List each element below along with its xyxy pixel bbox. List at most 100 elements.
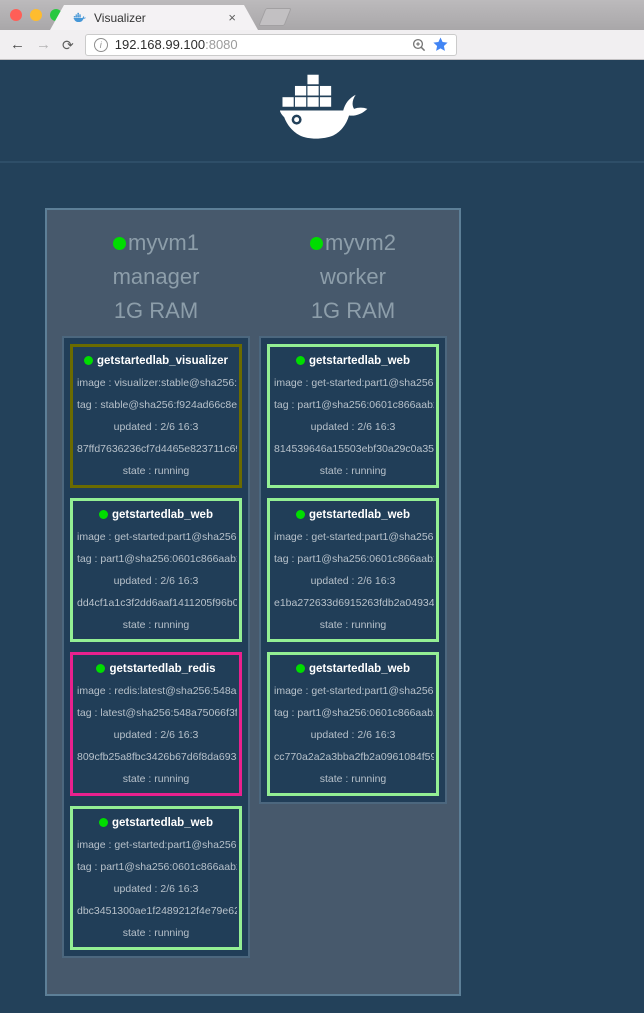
task-tag: tag : part1@sha256:0601c866aab2a4 <box>274 707 434 719</box>
close-tab-icon[interactable]: × <box>228 10 236 25</box>
task-name: getstartedlab_web <box>112 509 213 521</box>
task-tag: tag : part1@sha256:0601c866aab2a4 <box>274 553 434 565</box>
task-updated: updated : 2/6 16:3 <box>113 883 199 895</box>
browser-toolbar: ← → ⟳ i 192.168.99.100:8080 <box>0 30 644 60</box>
task-state: state : running <box>122 927 190 939</box>
task-name: getstartedlab_web <box>309 509 410 521</box>
task-id: cc770a2a2a3bba2fb2a0961084f595 <box>274 751 434 763</box>
new-tab-button[interactable] <box>258 8 292 26</box>
task-status-dot <box>296 356 305 365</box>
minimize-window-button[interactable] <box>30 9 42 21</box>
node-status-dot <box>310 237 324 250</box>
node-task-list: getstartedlab_web image : get-started:pa… <box>259 336 447 804</box>
task-title: getstartedlab_web <box>272 355 434 367</box>
address-bar[interactable]: i 192.168.99.100:8080 <box>84 33 457 56</box>
url-host: 192.168.99.100 <box>114 37 206 52</box>
back-icon[interactable]: ← <box>10 36 25 53</box>
task-tag: tag : part1@sha256:0601c866aab2a4 <box>77 553 237 565</box>
page-info-icon[interactable]: i <box>93 37 108 52</box>
task-state: state : running <box>319 619 387 631</box>
task-card: getstartedlab_web image : get-started:pa… <box>70 806 242 950</box>
node-myvm1: myvm1 manager 1G RAM getstartedlab_visua… <box>62 222 250 958</box>
task-title: getstartedlab_web <box>75 817 237 829</box>
task-id: dbc3451300ae1f2489212f4e79e6223 <box>77 905 237 917</box>
task-image: image : get-started:part1@sha256:06 <box>77 839 237 851</box>
task-state: state : running <box>122 773 190 785</box>
node-role: manager <box>112 264 200 289</box>
task-name: getstartedlab_visualizer <box>96 355 229 367</box>
tab-title: Visualizer <box>94 10 146 25</box>
node-role: worker <box>319 264 386 289</box>
task-title: getstartedlab_redis <box>75 663 237 675</box>
task-name: getstartedlab_web <box>309 663 410 675</box>
task-state: state : running <box>319 773 387 785</box>
task-updated: updated : 2/6 16:3 <box>113 729 199 741</box>
refresh-icon[interactable]: ⟳ <box>62 36 74 53</box>
task-tag: tag : part1@sha256:0601c866aab2a4 <box>274 399 434 411</box>
task-title: getstartedlab_visualizer <box>75 355 237 367</box>
node-name: myvm1 <box>128 230 199 255</box>
task-updated: updated : 2/6 16:3 <box>113 421 199 433</box>
bookmark-star-icon[interactable] <box>433 37 448 52</box>
task-status-dot <box>99 510 108 519</box>
task-image: image : visualizer:stable@sha256:f92 <box>77 377 237 389</box>
node-task-list: getstartedlab_visualizer image : visuali… <box>62 336 250 958</box>
task-card: getstartedlab_redis image : redis:latest… <box>70 652 242 796</box>
task-id: 814539646a15503ebf30a29c0a35b8 <box>274 443 434 455</box>
url-text[interactable]: 192.168.99.100:8080 <box>115 37 405 52</box>
node-header: myvm1 manager 1G RAM <box>62 222 250 336</box>
node-myvm2: myvm2 worker 1G RAM getstartedlab_web im… <box>259 222 447 958</box>
task-status-dot <box>96 664 106 673</box>
task-card: getstartedlab_web image : get-started:pa… <box>267 652 439 796</box>
page-header <box>0 60 644 163</box>
task-tag: tag : part1@sha256:0601c866aab2a4 <box>77 861 237 873</box>
task-title: getstartedlab_web <box>272 663 434 675</box>
node-name: myvm2 <box>325 230 396 255</box>
close-window-button[interactable] <box>10 9 22 21</box>
task-id: 87ffd7636236cf7d4465e823711c692 <box>77 443 237 455</box>
task-status-dot <box>83 356 93 365</box>
node-status-dot <box>113 237 127 250</box>
task-state: state : running <box>122 619 190 631</box>
task-name: getstartedlab_redis <box>109 663 216 675</box>
task-name: getstartedlab_web <box>112 817 213 829</box>
task-updated: updated : 2/6 16:3 <box>310 421 396 433</box>
zoom-icon[interactable] <box>412 38 426 52</box>
task-tag: tag : stable@sha256:f924ad66c8e94b <box>77 399 237 411</box>
task-status-dot <box>296 664 305 673</box>
task-card: getstartedlab_web image : get-started:pa… <box>267 498 439 642</box>
task-id: e1ba272633d6915263fdb2a04934b3 <box>274 597 434 609</box>
task-image: image : get-started:part1@sha256:06 <box>77 531 237 543</box>
task-id: dd4cf1a1c3f2dd6aaf1411205f96b03 <box>77 597 237 609</box>
task-status-dot <box>296 510 305 519</box>
node-header: myvm2 worker 1G RAM <box>259 222 447 336</box>
task-title: getstartedlab_web <box>75 509 237 521</box>
task-updated: updated : 2/6 16:3 <box>310 729 396 741</box>
task-updated: updated : 2/6 16:3 <box>310 575 396 587</box>
docker-logo-icon <box>279 74 368 139</box>
task-state: state : running <box>319 465 387 477</box>
task-image: image : get-started:part1@sha256:06 <box>274 531 434 543</box>
task-updated: updated : 2/6 16:3 <box>113 575 199 587</box>
task-title: getstartedlab_web <box>272 509 434 521</box>
task-image: image : get-started:part1@sha256:06 <box>274 377 434 389</box>
node-ram: 1G RAM <box>310 298 396 323</box>
task-image: image : get-started:part1@sha256:06 <box>274 685 434 697</box>
task-name: getstartedlab_web <box>309 355 410 367</box>
forward-icon[interactable]: → <box>36 36 51 53</box>
tab-strip: Visualizer × <box>0 0 644 30</box>
task-tag: tag : latest@sha256:548a75066f3f28 <box>77 707 237 719</box>
task-state: state : running <box>122 465 190 477</box>
docker-favicon-icon <box>72 12 87 24</box>
browser-tab[interactable]: Visualizer × <box>50 5 258 30</box>
node-ram: 1G RAM <box>113 298 199 323</box>
url-port: :8080 <box>205 37 238 52</box>
task-card: getstartedlab_visualizer image : visuali… <box>70 344 242 488</box>
task-id: 809cfb25a8fbc3426b67d6f8da69336 <box>77 751 237 763</box>
task-card: getstartedlab_web image : get-started:pa… <box>267 344 439 488</box>
task-status-dot <box>99 818 108 827</box>
visualizer-page: myvm1 manager 1G RAM getstartedlab_visua… <box>0 60 644 1012</box>
task-card: getstartedlab_web image : get-started:pa… <box>70 498 242 642</box>
task-image: image : redis:latest@sha256:548a750 <box>77 685 237 697</box>
